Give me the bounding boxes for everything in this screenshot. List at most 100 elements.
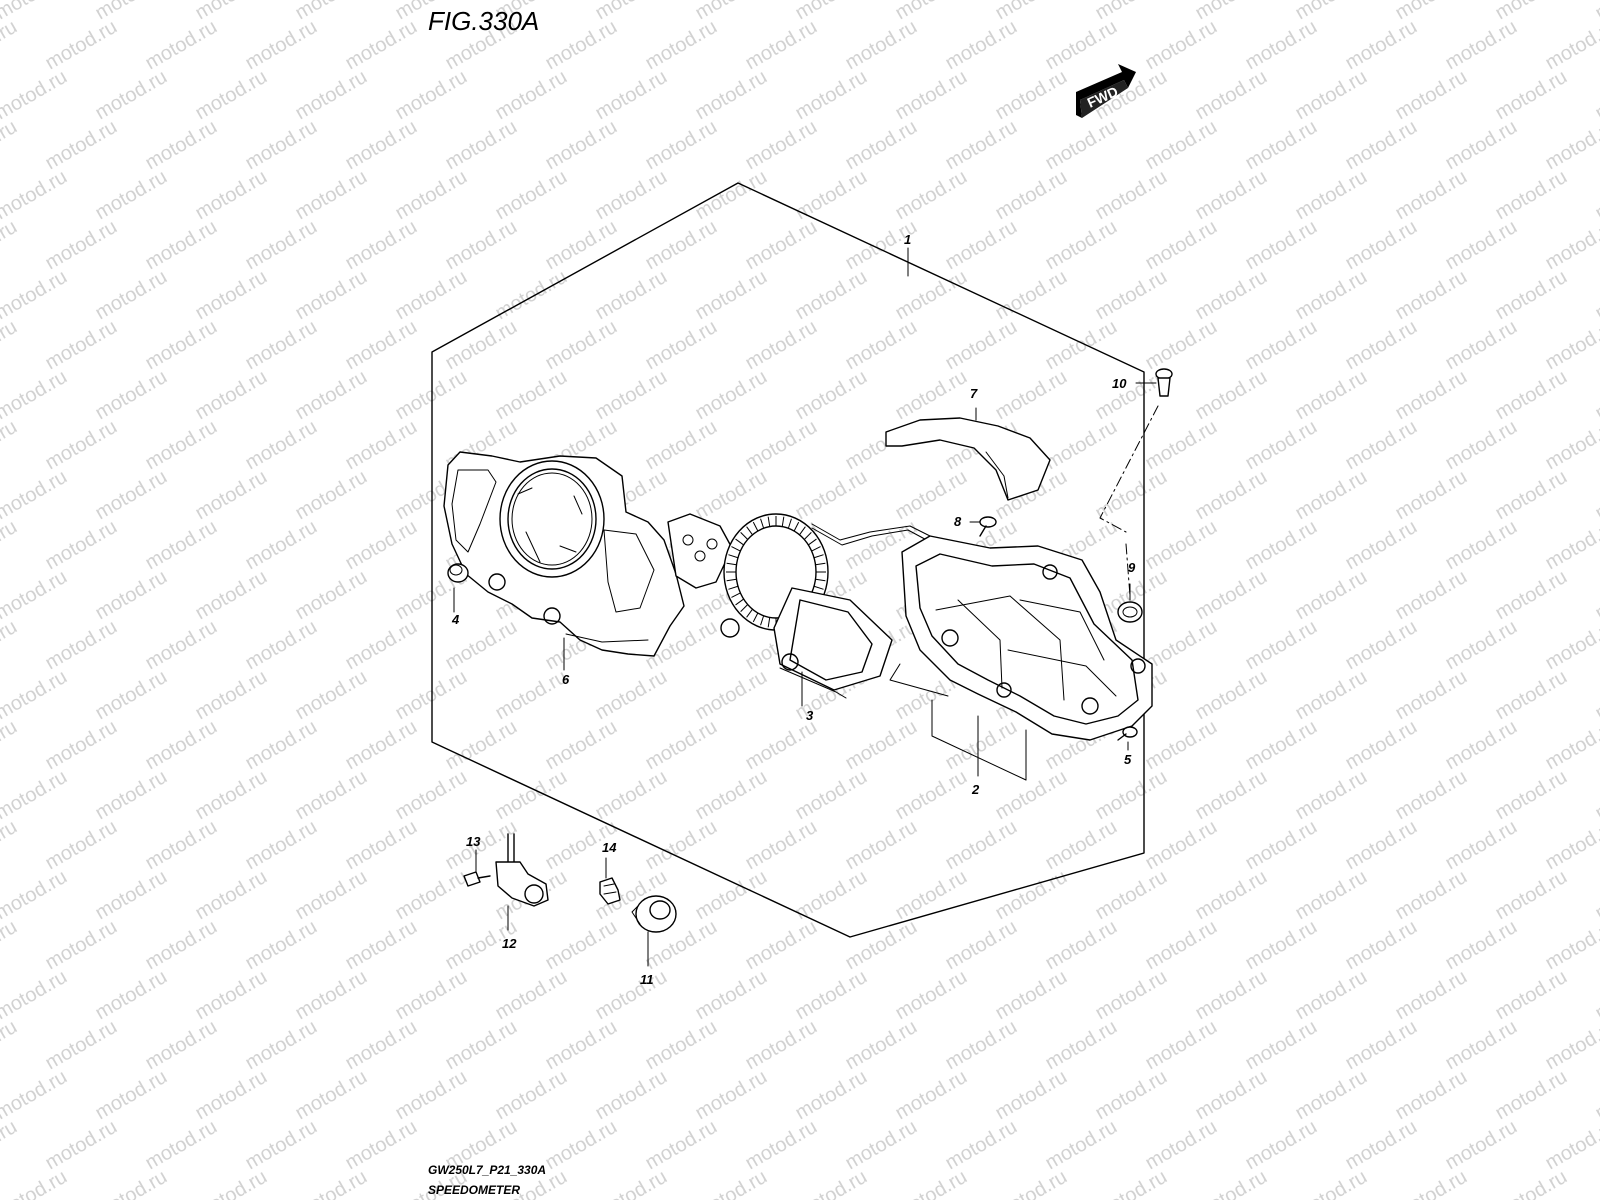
watermark-text: motod.ru	[1142, 216, 1221, 275]
watermark-text: motod.ru	[1242, 916, 1321, 975]
watermark-text: motod.ru	[42, 116, 121, 175]
watermark-text: motod.ru	[142, 216, 221, 275]
watermark-text: motod.ru	[242, 416, 321, 475]
watermark-text: motod.ru	[942, 216, 1021, 275]
dial-tick	[752, 521, 759, 532]
watermark-text: motod.ru	[342, 16, 421, 75]
watermark-text: motod.ru	[1142, 316, 1221, 375]
watermark-text: motod.ru	[892, 266, 971, 325]
watermark-text: motod.ru	[292, 566, 371, 625]
watermark-text: motod.ru	[142, 1116, 221, 1175]
watermark-text: motod.ru	[992, 166, 1071, 225]
watermark-text: motod.ru	[1042, 16, 1121, 75]
watermark-text: motod.ru	[0, 616, 21, 675]
watermark-text: motod.ru	[592, 1066, 671, 1125]
watermark-text: motod.ru	[1192, 566, 1271, 625]
watermark-text: motod.ru	[1192, 366, 1271, 425]
watermark-text: motod.ru	[892, 166, 971, 225]
watermark-text: motod.ru	[92, 1066, 171, 1125]
watermark-text: motod.ru	[242, 316, 321, 375]
watermark-text: motod.ru	[1542, 1016, 1600, 1075]
watermark-text: motod.ru	[1142, 716, 1221, 775]
watermark-text: motod.ru	[1242, 416, 1321, 475]
watermark-text: motod.ru	[0, 316, 21, 375]
watermark-text: motod.ru	[892, 966, 971, 1025]
watermark-text: motod.ru	[1292, 66, 1371, 125]
callout-11: 11	[640, 972, 654, 987]
watermark-text: motod.ru	[1542, 1116, 1600, 1175]
watermark-text: motod.ru	[1292, 166, 1371, 225]
watermark-text: motod.ru	[292, 866, 371, 925]
watermark-text: motod.ru	[292, 966, 371, 1025]
callout-4: 4	[451, 612, 460, 627]
dial-tick	[735, 538, 744, 546]
watermark-text: motod.ru	[692, 666, 771, 725]
watermark-text: motod.ru	[492, 1066, 571, 1125]
watermark-text: motod.ru	[242, 1016, 321, 1075]
watermark-text: motod.ru	[342, 816, 421, 875]
part-bolt-10	[1155, 368, 1173, 397]
watermark-text: motod.ru	[1142, 1116, 1221, 1175]
watermark-text: motod.ru	[1492, 666, 1571, 725]
watermark-text: motod.ru	[342, 616, 421, 675]
watermark-text: motod.ru	[92, 666, 171, 725]
watermark-text: motod.ru	[542, 316, 621, 375]
watermark-text: motod.ru	[342, 116, 421, 175]
watermark-text: motod.ru	[92, 166, 171, 225]
watermark-text: motod.ru	[392, 766, 471, 825]
watermark-text: motod.ru	[992, 1166, 1071, 1200]
watermark-text: motod.ru	[1392, 866, 1471, 925]
watermark-text: motod.ru	[792, 966, 871, 1025]
watermark-text: motod.ru	[592, 166, 671, 225]
watermark-text: motod.ru	[842, 1016, 921, 1075]
dial-tick	[811, 546, 821, 552]
watermark-text: motod.ru	[1392, 966, 1471, 1025]
dial-tick	[728, 554, 739, 559]
watermark-text: motod.ru	[1042, 216, 1121, 275]
watermark-text: motod.ru	[742, 1016, 821, 1075]
watermark-text: motod.ru	[492, 266, 571, 325]
watermark-text: motod.ru	[1092, 1066, 1171, 1125]
watermark-text: motod.ru	[742, 716, 821, 775]
watermark-text: motod.ru	[742, 416, 821, 475]
watermark-text: motod.ru	[1492, 366, 1571, 425]
watermark-text: motod.ru	[1592, 966, 1600, 1025]
watermark-text: motod.ru	[842, 116, 921, 175]
watermark-text: motod.ru	[792, 266, 871, 325]
watermark-text: motod.ru	[1292, 266, 1371, 325]
callout-8: 8	[954, 514, 962, 529]
watermark-text: motod.ru	[1242, 1016, 1321, 1075]
callout-13: 13	[466, 834, 481, 849]
watermark-text: motod.ru	[1592, 1166, 1600, 1200]
watermark-text: motod.ru	[392, 966, 471, 1025]
watermark-text: motod.ru	[1242, 616, 1321, 675]
watermark-text: motod.ru	[492, 166, 571, 225]
watermark-text: motod.ru	[292, 166, 371, 225]
watermark-text: motod.ru	[942, 1016, 1021, 1075]
watermark-text: motod.ru	[192, 966, 271, 1025]
watermark-text: motod.ru	[1392, 166, 1471, 225]
watermark-text: motod.ru	[742, 16, 821, 75]
watermark-text: motod.ru	[1292, 866, 1371, 925]
watermark-text: motod.ru	[692, 766, 771, 825]
callout-7: 7	[970, 386, 978, 401]
watermark-text: motod.ru	[1092, 466, 1171, 525]
watermark-text: motod.ru	[242, 516, 321, 575]
watermark-text: motod.ru	[1492, 766, 1571, 825]
watermark-text: motod.ru	[642, 216, 721, 275]
watermark-text: motod.ru	[592, 66, 671, 125]
watermark-text: motod.ru	[442, 116, 521, 175]
watermark-text: motod.ru	[1342, 916, 1421, 975]
dial-tick	[813, 554, 824, 559]
watermark-text: motod.ru	[892, 1066, 971, 1125]
dial-tick	[735, 598, 744, 606]
watermark-text: motod.ru	[1142, 1016, 1221, 1075]
dial-tick	[781, 516, 785, 527]
watermark-text: motod.ru	[742, 1116, 821, 1175]
watermark-text: motod.ru	[0, 916, 21, 975]
watermark-text: motod.ru	[42, 1116, 121, 1175]
watermark-text: motod.ru	[0, 16, 21, 75]
watermark-text: motod.ru	[1292, 566, 1371, 625]
watermark-text: motod.ru	[1042, 916, 1121, 975]
